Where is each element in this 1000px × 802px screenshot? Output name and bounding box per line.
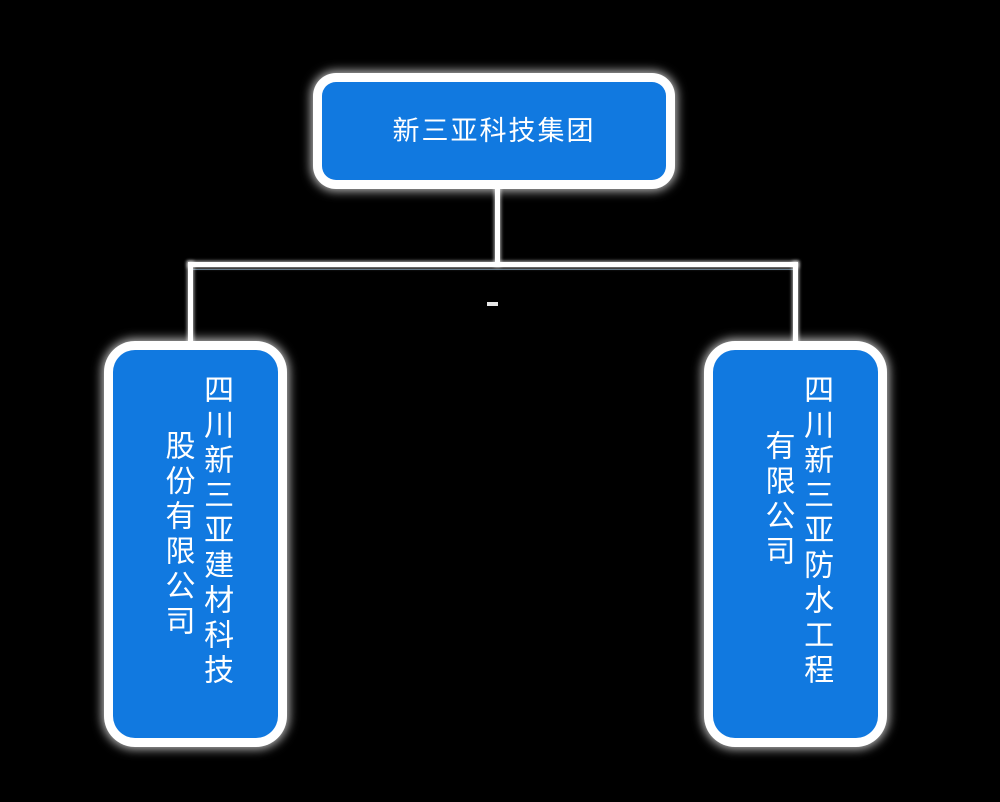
connector-branch-right — [793, 262, 798, 354]
org-node-child-left-text: 四川新三亚建材科技 股份有限公司 — [158, 358, 233, 738]
org-node-child-right[interactable]: 四川新三亚防水工程 有限公司 — [713, 350, 878, 738]
org-node-root-label: 新三亚科技集团 — [392, 115, 596, 146]
org-node-child-right-label-line-1: 四川新三亚防水工程 — [799, 374, 833, 689]
org-node-child-right-text: 四川新三亚防水工程 有限公司 — [758, 358, 833, 738]
org-node-child-left[interactable]: 四川新三亚建材科技 股份有限公司 — [113, 350, 278, 738]
org-node-child-left-label-line-1: 四川新三亚建材科技 — [199, 374, 233, 689]
connector-bus-hairline — [193, 269, 793, 270]
connector-artifact-mark — [487, 302, 498, 306]
org-node-root[interactable]: 新三亚科技集团 — [322, 82, 666, 180]
org-node-child-left-label-line-2: 股份有限公司 — [160, 430, 194, 640]
connector-branch-left — [188, 262, 193, 354]
connector-root-stem — [495, 178, 500, 266]
connector-horizontal-bus — [188, 262, 798, 267]
org-node-child-right-label-line-2: 有限公司 — [760, 430, 794, 570]
